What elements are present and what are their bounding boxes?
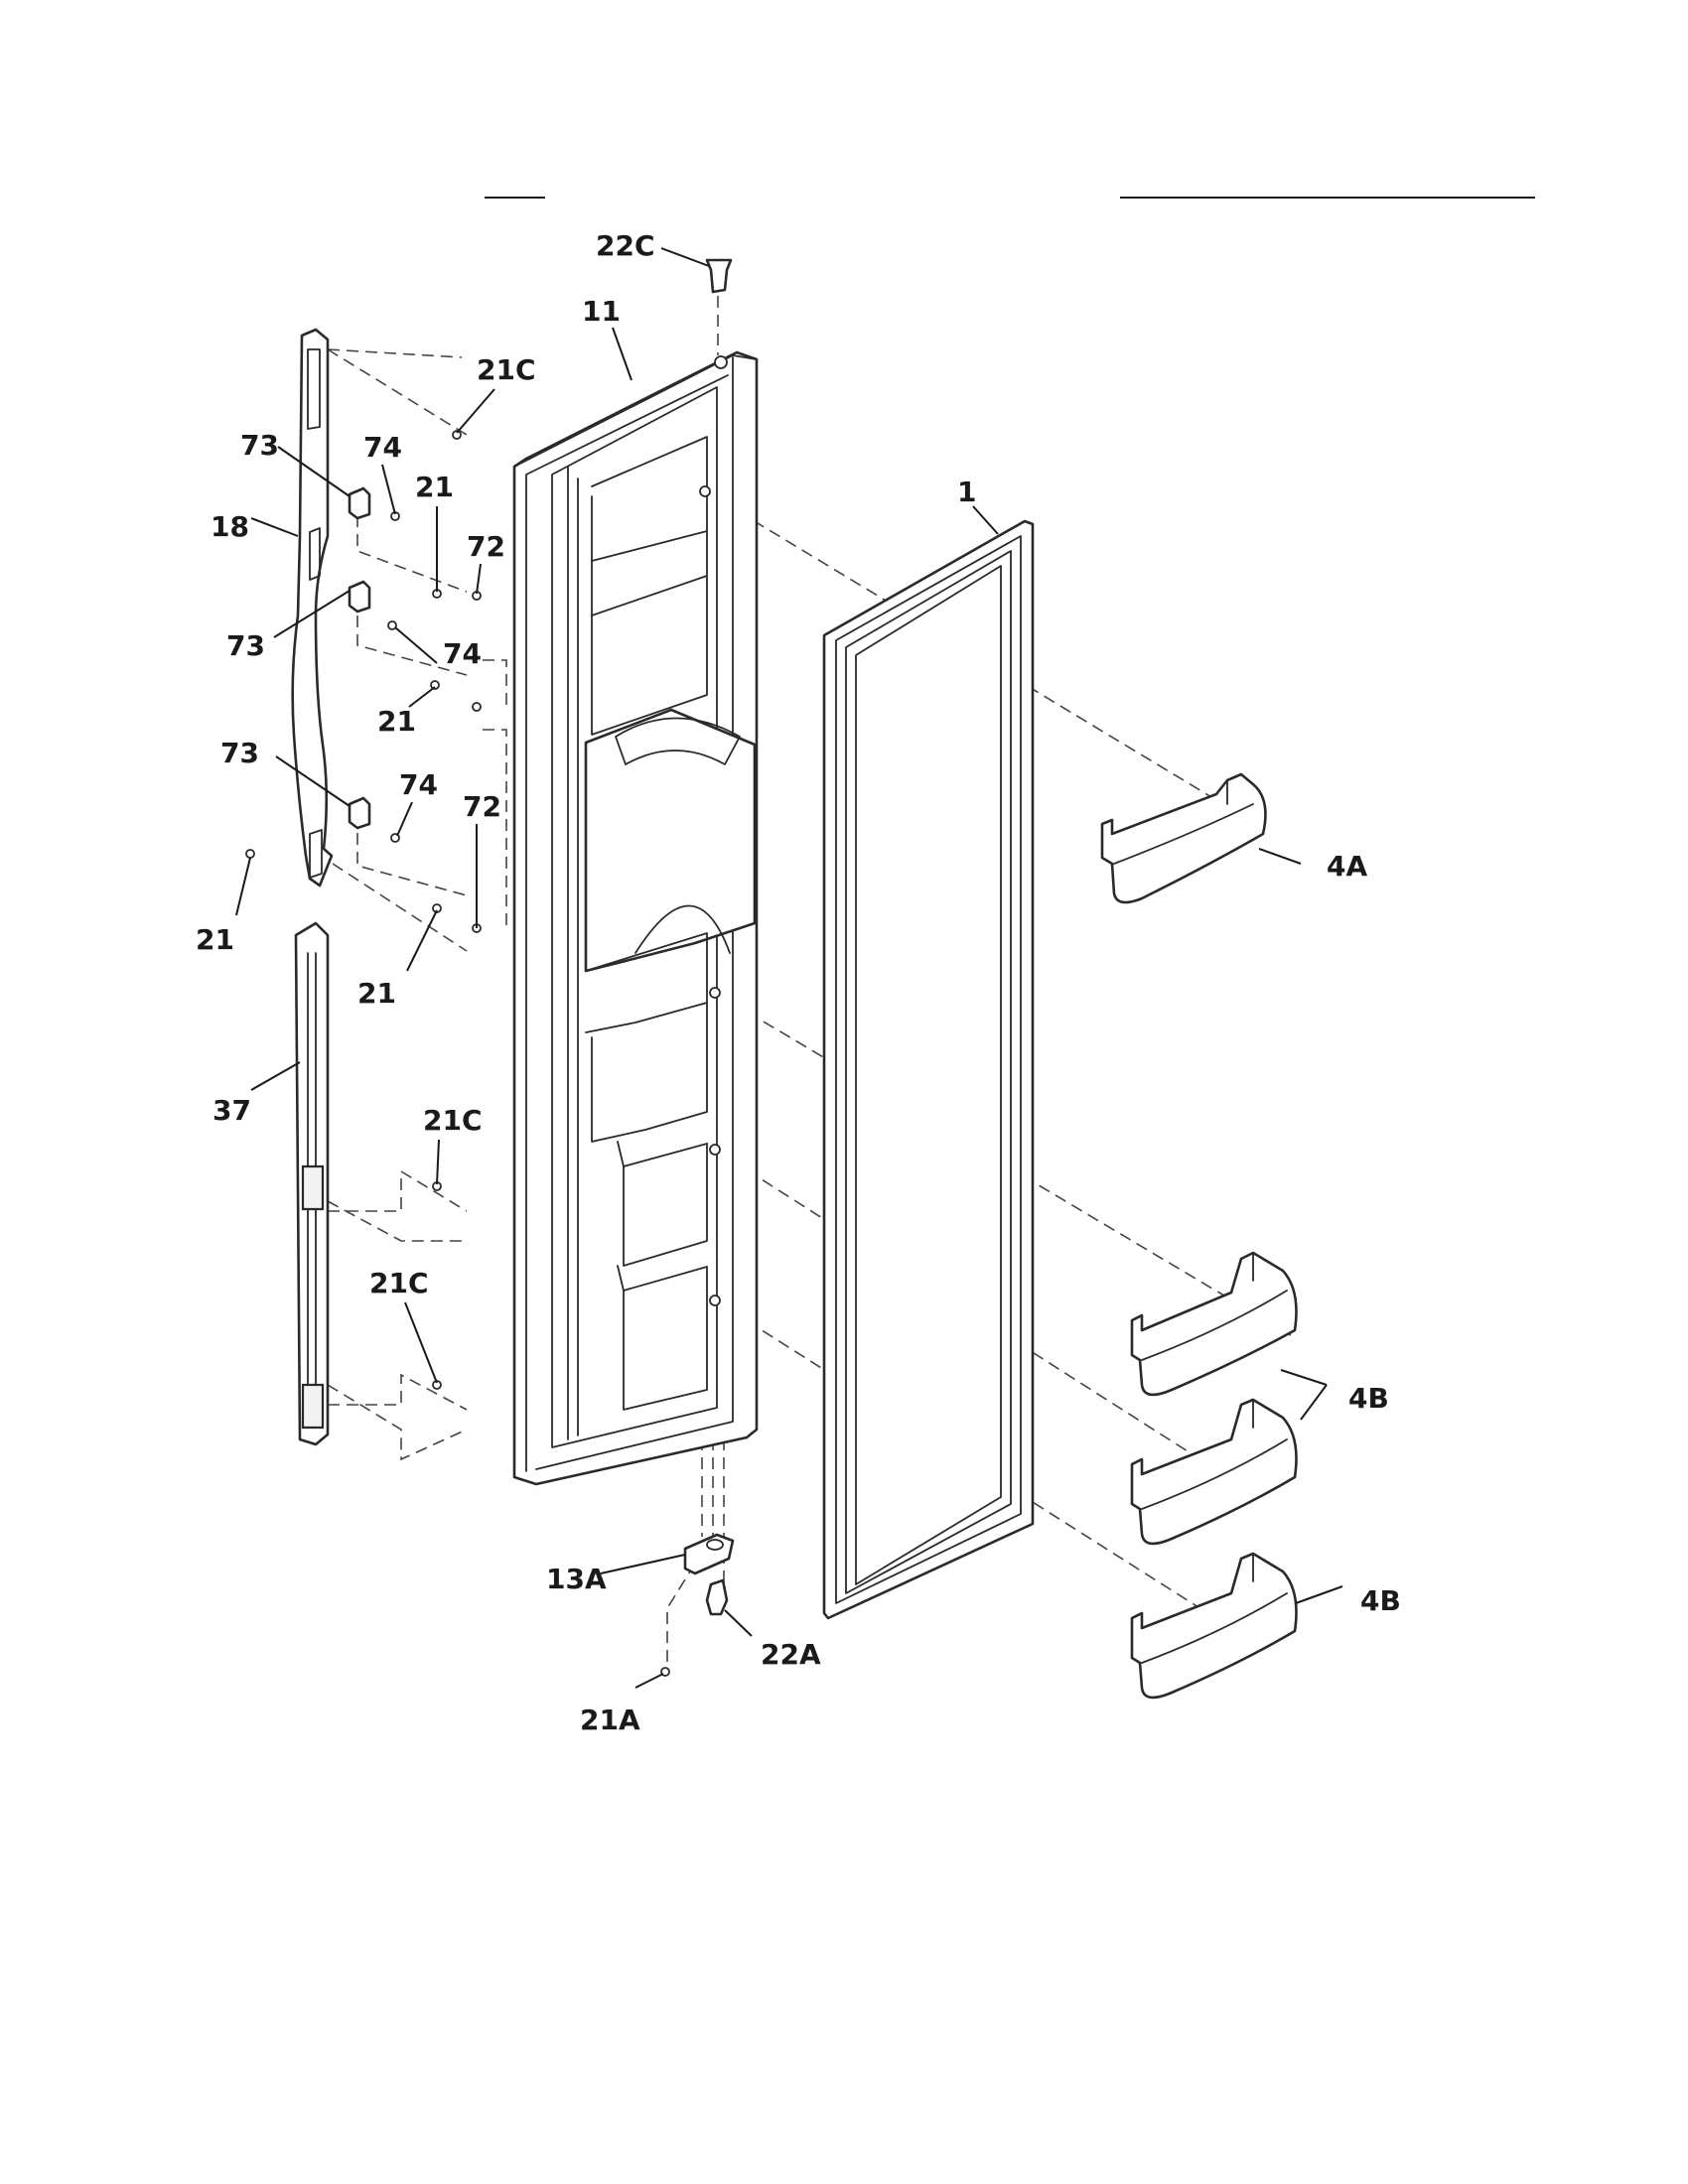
door-bin-4B-1: [1130, 1251, 1298, 1397]
assembly-dashed-lines: [327, 296, 1292, 1668]
callout-21C-b: 21C: [423, 1104, 483, 1137]
callout-11: 11: [582, 295, 621, 328]
callout-21-d: 21: [357, 977, 396, 1010]
callout-18: 18: [211, 510, 249, 543]
hardware-clips: [348, 486, 371, 830]
callout-37: 37: [212, 1094, 251, 1127]
callout-22C-top: 22C: [596, 229, 655, 262]
callout-leaders: [235, 247, 1343, 1689]
callout-74-b: 74: [443, 637, 482, 670]
callout-21C-c: 21C: [369, 1267, 429, 1299]
door-liner: [512, 350, 759, 1486]
callout-74-c: 74: [399, 768, 438, 801]
door-bin-4A: [1100, 772, 1267, 904]
callout-22A: 22A: [761, 1638, 821, 1671]
door-bin-4B-2: [1130, 1398, 1298, 1546]
callout-74-a: 74: [363, 431, 402, 464]
door-bin-4B-3: [1130, 1552, 1298, 1700]
callout-72-b: 72: [463, 790, 501, 823]
callout-21C-a: 21C: [477, 353, 536, 386]
callout-21-b: 21: [377, 705, 416, 738]
hinge-bushing: [705, 1578, 729, 1616]
door-gasket: [822, 519, 1035, 1620]
callout-73-c: 73: [220, 737, 259, 769]
callout-21A: 21A: [580, 1704, 640, 1736]
callout-4B-b: 4B: [1360, 1584, 1401, 1617]
callout-4B-a: 4B: [1348, 1382, 1389, 1415]
callout-4A: 4A: [1327, 850, 1367, 883]
callout-72-a: 72: [467, 530, 505, 563]
callout-21-a: 21: [415, 471, 454, 503]
lower-hinge: [683, 1533, 735, 1575]
callout-21-c: 21: [196, 923, 234, 956]
callout-73-b: 73: [226, 629, 265, 662]
callout-13A: 13A: [546, 1563, 607, 1595]
top-plug: [705, 258, 733, 294]
callout-labels: 22C 11 21C 73 74 21 72 18 1 73 74 21 73 …: [196, 229, 1401, 1736]
door-handle: [291, 328, 334, 887]
callout-73-a: 73: [240, 429, 279, 462]
callout-1: 1: [957, 476, 976, 508]
handle-trim: [294, 921, 330, 1446]
